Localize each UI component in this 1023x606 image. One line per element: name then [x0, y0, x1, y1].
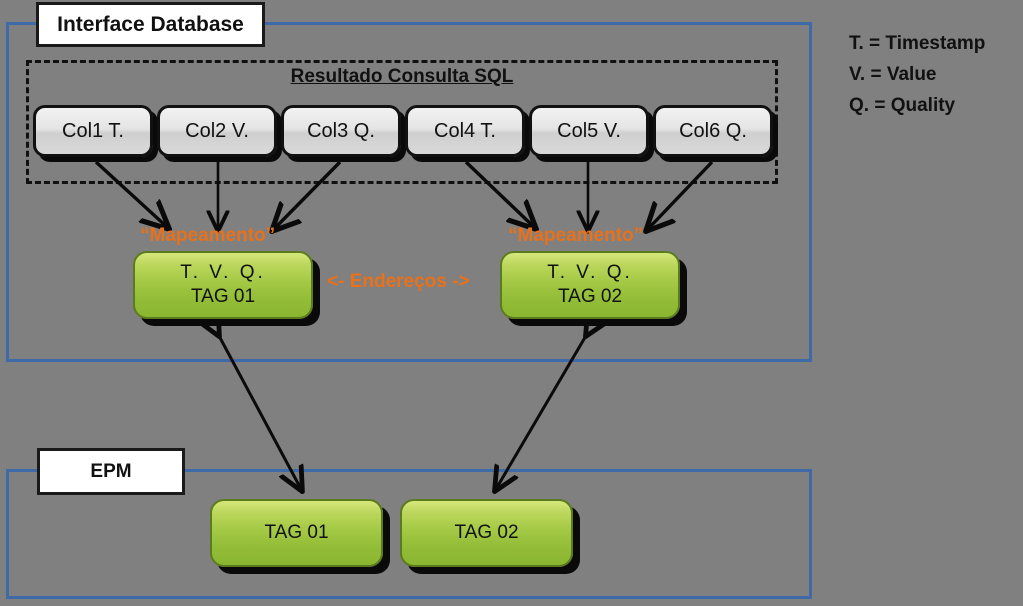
sql-column-label: Col2 V. — [185, 119, 249, 142]
sql-column-label: Col3 Q. — [307, 119, 375, 142]
interface-tag-name: TAG 01 — [190, 286, 256, 307]
interface-tag-tvq: T. V. Q. — [547, 262, 633, 283]
interface-tag-name: TAG 02 — [557, 286, 623, 307]
epm-tag-02[interactable]: TAG 02 — [400, 499, 573, 567]
epm-section — [6, 469, 812, 599]
legend-value: V. = Value — [849, 64, 937, 85]
legend-quality: Q. = Quality — [849, 95, 956, 116]
sql-result-title: Resultado Consulta SQL — [290, 66, 514, 87]
sql-column-label: Col6 Q. — [679, 119, 747, 142]
sql-column-box-3[interactable]: Col3 Q. — [281, 105, 401, 157]
mapping-label-left: “Mapeamento” — [140, 225, 276, 246]
epm-tag-name: TAG 02 — [454, 522, 519, 543]
epm-tag-01[interactable]: TAG 01 — [210, 499, 383, 567]
epm-caption: EPM — [37, 448, 185, 495]
interface-tag-01[interactable]: T. V. Q. TAG 01 — [133, 251, 313, 319]
interface-tag-tvq: T. V. Q. — [180, 262, 266, 283]
legend-timestamp: T. = Timestamp — [849, 33, 986, 54]
interface-database-section — [6, 22, 812, 362]
sql-result-region — [26, 60, 778, 184]
interface-tag-02[interactable]: T. V. Q. TAG 02 — [500, 251, 680, 319]
sql-column-box-4[interactable]: Col4 T. — [405, 105, 525, 157]
mapping-label-right: “Mapeamento” — [508, 225, 644, 246]
sql-column-box-2[interactable]: Col2 V. — [157, 105, 277, 157]
sql-column-box-6[interactable]: Col6 Q. — [653, 105, 773, 157]
sql-column-label: Col4 T. — [434, 119, 496, 142]
sql-column-box-1[interactable]: Col1 T. — [33, 105, 153, 157]
sql-column-box-5[interactable]: Col5 V. — [529, 105, 649, 157]
epm-tag-name: TAG 01 — [264, 522, 329, 543]
legend: T. = Timestamp V. = Value Q. = Quality — [849, 28, 1019, 121]
sql-column-label: Col5 V. — [557, 119, 621, 142]
interface-database-caption: Interface Database — [36, 2, 265, 47]
sql-column-label: Col1 T. — [62, 119, 124, 142]
addresses-label: <- Endereços -> — [327, 271, 470, 292]
